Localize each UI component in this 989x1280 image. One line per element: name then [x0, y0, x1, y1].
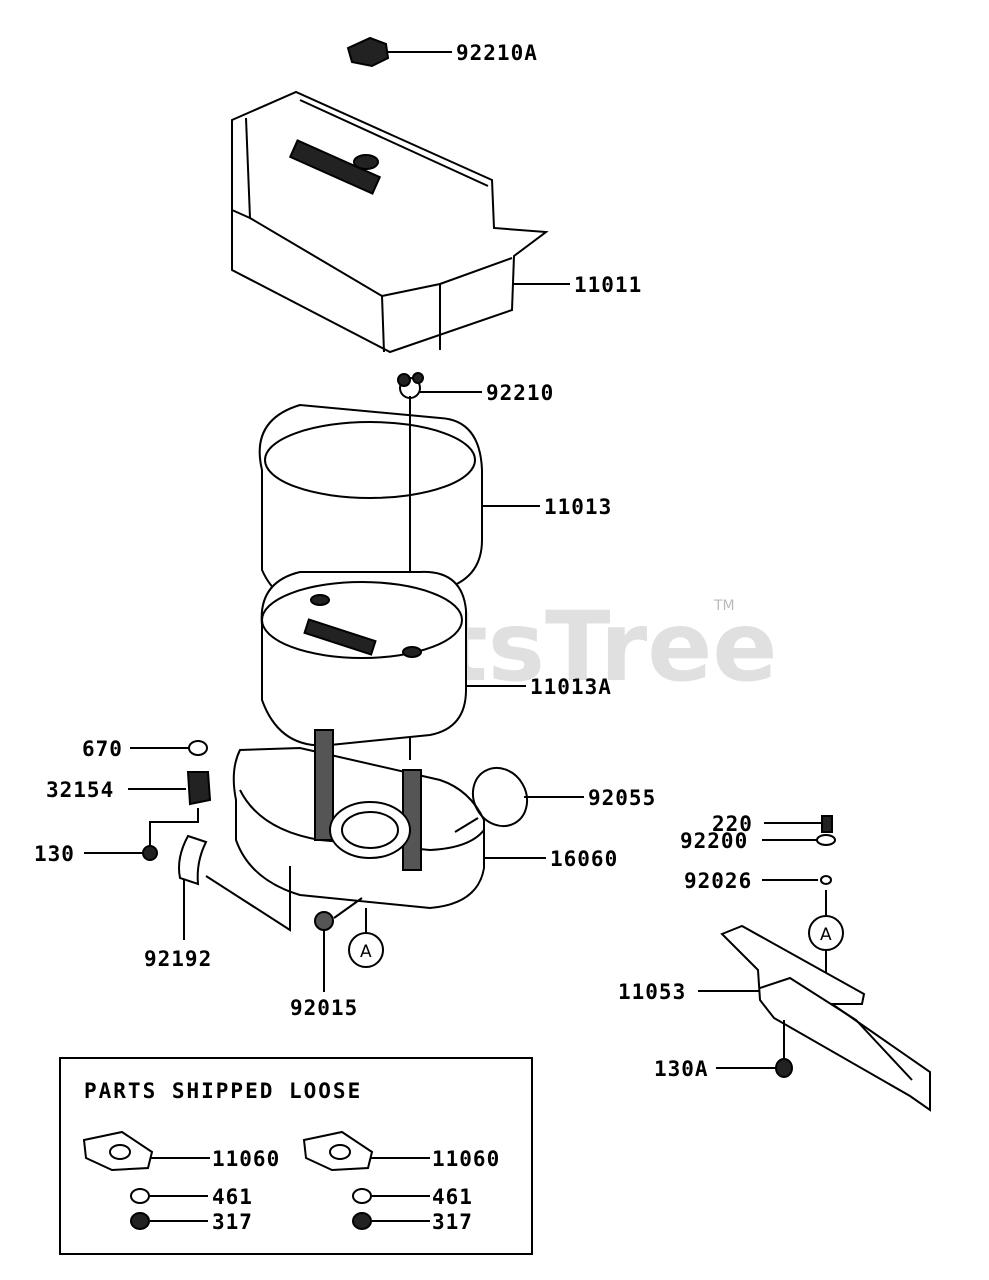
- callout-11011: 11011: [574, 273, 642, 297]
- callout-11013: 11013: [544, 495, 612, 519]
- bolt-220: 220: [712, 812, 833, 836]
- watermark-tm: TM: [713, 598, 735, 614]
- callout-16060: 16060: [550, 847, 618, 871]
- clamp-130: 130: [34, 808, 199, 866]
- ref-marker-a-right: A: [820, 925, 832, 945]
- callout-11013A: 11013A: [530, 675, 612, 699]
- hose-92192: 92192: [144, 834, 291, 971]
- bracket-11053: A 11053: [618, 890, 931, 1112]
- knob-92210A: 92210A: [346, 36, 538, 68]
- collar-92026: 92026: [684, 869, 832, 893]
- parts-shipped-loose-box: PARTS SHIPPED LOOSE 11060 461 317 11060 …: [59, 1057, 533, 1255]
- callout-670: 670: [82, 737, 123, 761]
- ref-marker-a-left: A: [360, 942, 372, 962]
- washer-92200: 92200: [680, 829, 836, 853]
- loose-set-right: 11060 461 317: [302, 1130, 500, 1234]
- callout-32154: 32154: [46, 778, 114, 802]
- callout-92210A: 92210A: [456, 41, 538, 65]
- callout-130: 130: [34, 842, 75, 866]
- washer-670: 670: [82, 737, 208, 761]
- callout-92200: 92200: [680, 829, 748, 853]
- callout-92055: 92055: [588, 786, 656, 810]
- loose-box-title: PARTS SHIPPED LOOSE: [84, 1079, 362, 1103]
- nut-130A: 130A: [654, 1020, 793, 1081]
- callout-92192: 92192: [144, 947, 212, 971]
- loose-left-gasket: 11060: [212, 1147, 280, 1171]
- callout-92015: 92015: [290, 996, 358, 1020]
- loose-set-left: 11060 461 317: [82, 1130, 280, 1234]
- callout-220: 220: [712, 812, 753, 836]
- base-16060: 16060: [232, 729, 618, 910]
- o-ring-92055: 92055: [454, 766, 656, 833]
- wing-nut-92210: 92210: [397, 372, 554, 405]
- loose-right-bolt: 317: [432, 1210, 473, 1234]
- loose-right-gasket: 11060: [432, 1147, 500, 1171]
- callout-92026: 92026: [684, 869, 752, 893]
- fitting-32154: 32154: [46, 771, 212, 806]
- loose-left-nut: 461: [212, 1185, 253, 1209]
- cover-11011: 11011: [231, 90, 642, 354]
- callout-92210: 92210: [486, 381, 554, 405]
- callout-130A: 130A: [654, 1057, 709, 1081]
- element-11013A: 11013A: [260, 570, 612, 747]
- loose-right-nut: 461: [432, 1185, 473, 1209]
- nut-92015: 92015 A: [290, 897, 384, 1020]
- loose-left-bolt: 317: [212, 1210, 253, 1234]
- callout-11053: 11053: [618, 980, 686, 1004]
